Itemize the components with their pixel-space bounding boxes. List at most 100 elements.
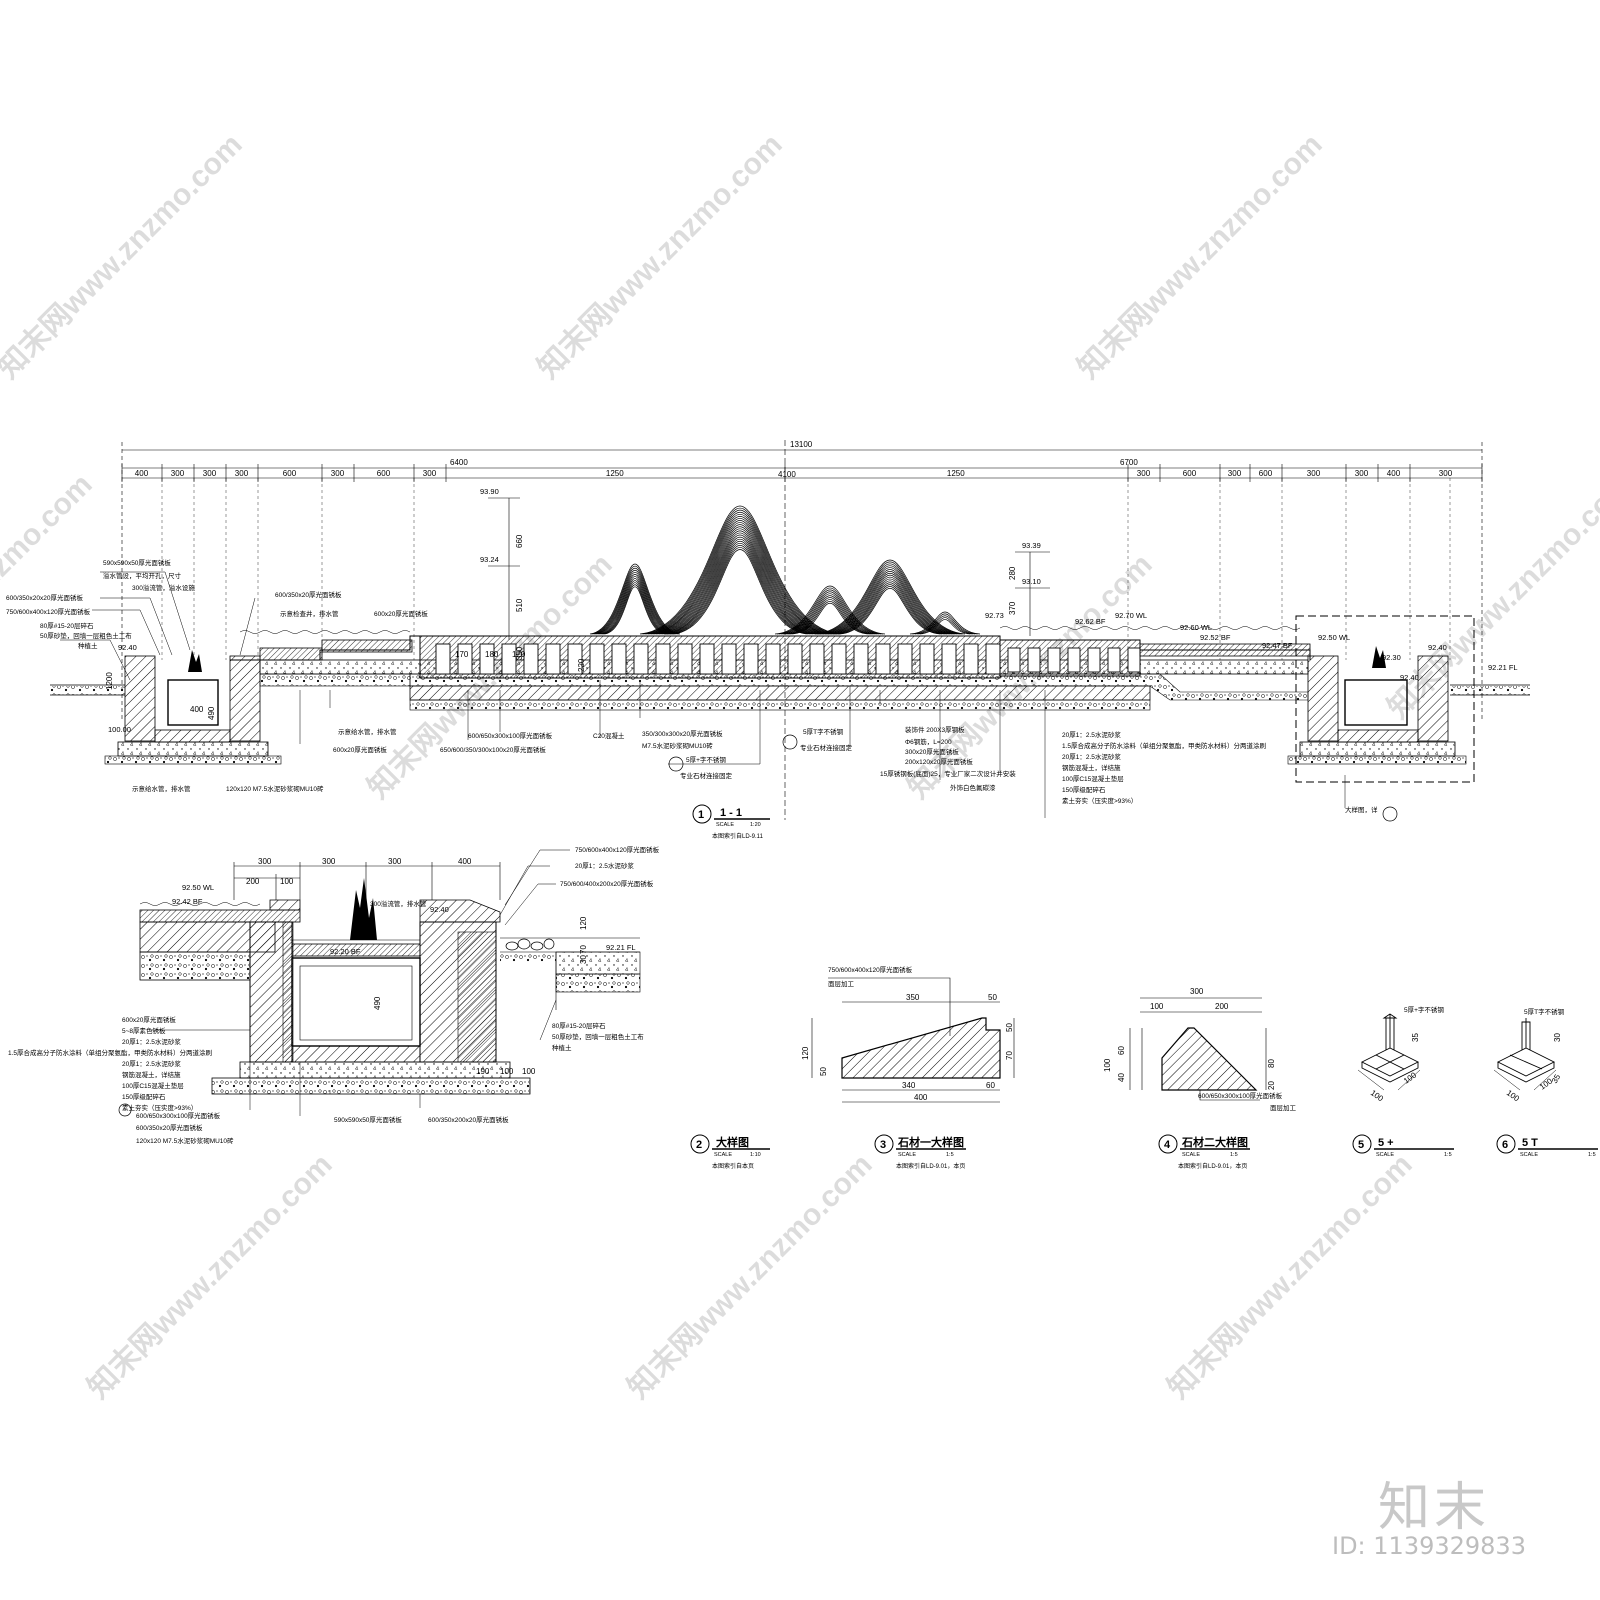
mountain-contour — [595, 571, 675, 635]
mountain-contour — [600, 580, 670, 635]
wall-cell — [611, 643, 627, 675]
mountain-contour — [823, 569, 957, 635]
d4-dim-100b: 100 — [1103, 1058, 1112, 1072]
mountain-contour — [673, 549, 807, 635]
wall-cell — [1107, 647, 1121, 673]
d2-note-right-1: 50厚砂垫，回填一层粗色土工布 — [552, 1032, 644, 1041]
wall-cell — [633, 643, 649, 675]
mountain-contour — [597, 576, 673, 635]
vdim-280: 280 — [1008, 566, 1017, 580]
d2-note-bottom-0: 600/650x300x100厚光面锈板 — [136, 1111, 221, 1120]
mountain-contour — [649, 518, 831, 635]
d3-note-top: 750/600x400x120厚光面锈板 — [828, 965, 913, 974]
vdim-1200: 1200 — [105, 672, 114, 690]
d6-dim-30: 30 — [1553, 1033, 1562, 1042]
dim-right-half: 6700 — [1120, 458, 1138, 467]
wall-cell — [1087, 647, 1101, 673]
mountain-contour — [917, 617, 973, 635]
detail-3-title-block: 3 石材一大样图 SCALE 1:5 本图索引自LD-9.01，本页 — [874, 1134, 966, 1170]
s1-note-rb-3: 200x120x20厚光面锈板 — [905, 757, 973, 766]
mountain-contour — [816, 561, 964, 635]
mountain-contour — [589, 563, 681, 635]
vdim-510: 510 — [515, 598, 524, 612]
elev-93-24: 93.24 — [480, 555, 499, 564]
wall-cell — [765, 643, 781, 675]
mountain-contour — [668, 542, 812, 635]
d3-scale-label: SCALE — [898, 1152, 916, 1158]
d2-note-right-2: 种植土 — [552, 1043, 572, 1052]
section-1-title-block: 1 1 - 1 SCALE 1:20 本图索引自LD-9.11 — [668, 734, 1398, 840]
mountain-contour — [780, 591, 880, 635]
wall-cell — [523, 643, 539, 675]
d2-rdim-190: 190 — [476, 1067, 490, 1076]
dim-segment-label: 300 — [1228, 469, 1242, 478]
top-dimension-chain — [121, 440, 1483, 820]
dim-segment-label: 300 — [1307, 469, 1321, 478]
mountain-contour — [599, 578, 671, 635]
detail-4: 300 100 200 100 60 40 80 20 600/650x300x… — [1103, 987, 1297, 1112]
small-dim-170: 170 — [455, 650, 469, 659]
d2-note-left-8: 素土夯实（压实度>93%） — [122, 1103, 197, 1112]
dim-segment-label: 1250 — [606, 469, 624, 478]
s1-note-left-7: 种植土 — [78, 641, 98, 650]
mountain-contour — [909, 611, 981, 635]
s1-scale-label: SCALE — [716, 822, 734, 828]
d2-scale: 1:10 — [750, 1152, 761, 1158]
d2-rdim-70: 70 — [579, 945, 588, 954]
d6-scale-label: SCALE — [1520, 1152, 1538, 1158]
d2-note-top-3: 300溢流管，排水管 — [370, 899, 427, 908]
detail-2: 300 300 300 400 200 100 — [139, 849, 641, 1116]
d2-ref: 本图索引自本页 — [712, 1162, 754, 1170]
vdim-350: 350 — [515, 646, 524, 660]
d5-dim-35: 35 — [1411, 1033, 1420, 1042]
s1-note-left-13: 120x120 M7.5水泥砂浆砌MU10砖 — [226, 784, 324, 793]
d2-elev-92-50wl: 92.50 WL — [182, 883, 214, 892]
s1-note-mid-0: 600/650x300x100厚光面锈板 — [468, 731, 553, 740]
wall-cell — [875, 643, 891, 675]
d4-number: 4 — [1164, 1139, 1171, 1151]
mountain-contour — [596, 574, 674, 635]
s1-note-rb-4: 15厚锈钢板(底面)25，专业厂家二次设计并安装 — [880, 769, 1016, 778]
mountain-contour — [641, 507, 839, 635]
d2-note-bottom-2: 120x120 M7.5水泥砂浆砌MU10砖 — [136, 1136, 234, 1145]
mountain-contour — [662, 534, 818, 635]
mountain-contour — [667, 540, 813, 635]
s1-note-rb-0: 装饰件 200X3厚钢板 — [905, 725, 965, 734]
d2-rdim-100b: 100 — [522, 1067, 536, 1076]
wall-cell — [435, 643, 451, 675]
mountain-contour — [603, 584, 667, 635]
dim-center: 4100 — [778, 470, 796, 479]
s1-note-mid-2: 350/300x300x20厚光面锈板 — [642, 729, 723, 738]
mountain-contour — [671, 547, 809, 635]
elev-92-73: 92.73 — [985, 611, 1004, 620]
elev-93-39: 93.39 — [1022, 541, 1041, 550]
wall-cell — [479, 643, 495, 675]
d2-rdim-120: 120 — [579, 916, 588, 930]
s1-number: 1 — [698, 809, 704, 821]
mountain-contour — [824, 571, 956, 635]
wall-cell — [545, 643, 561, 675]
dim-segment-label: 400 — [1387, 469, 1401, 478]
d4-dim-300: 300 — [1190, 987, 1204, 996]
s1-note-left-12: 示意给水管，排水管 — [338, 727, 397, 736]
d3-dim-50a: 50 — [988, 993, 997, 1002]
mountain-contour — [657, 528, 823, 635]
s1-note-right-6: 素土夯实（压实度>93%） — [1062, 796, 1137, 805]
d2-rdim-30: 30 — [579, 955, 588, 964]
wall-cell — [567, 643, 583, 675]
wall-cell — [1127, 647, 1141, 673]
wall-cell — [721, 643, 737, 675]
small-dim-180: 180 — [485, 650, 499, 659]
elev-92-50wl: 92.50 WL — [1318, 633, 1350, 642]
d2-note-top-1: 20厚1：2.5水泥砂浆 — [575, 861, 634, 870]
detail-2-notes: 750/600x400x120厚光面锈板 20厚1：2.5水泥砂浆 750/60… — [8, 845, 660, 1145]
d5-title: 5 + — [1378, 1137, 1394, 1149]
d2-note-bottom-1: 600/350x20厚光面锈板 — [136, 1123, 203, 1132]
d4-dim-100a: 100 — [1150, 1002, 1164, 1011]
d2-elev-92-40: 92.40 — [430, 905, 449, 914]
s1-note-right-2: 20厚1：2.5水泥砂浆 — [1062, 752, 1121, 761]
s1-note-left-9: 示意检查井，排水管 — [280, 609, 339, 618]
watermark: 知末网www.znzmo.com — [532, 128, 789, 385]
mountain-contour — [651, 520, 829, 635]
d2-title: 大样图 — [716, 1135, 749, 1149]
